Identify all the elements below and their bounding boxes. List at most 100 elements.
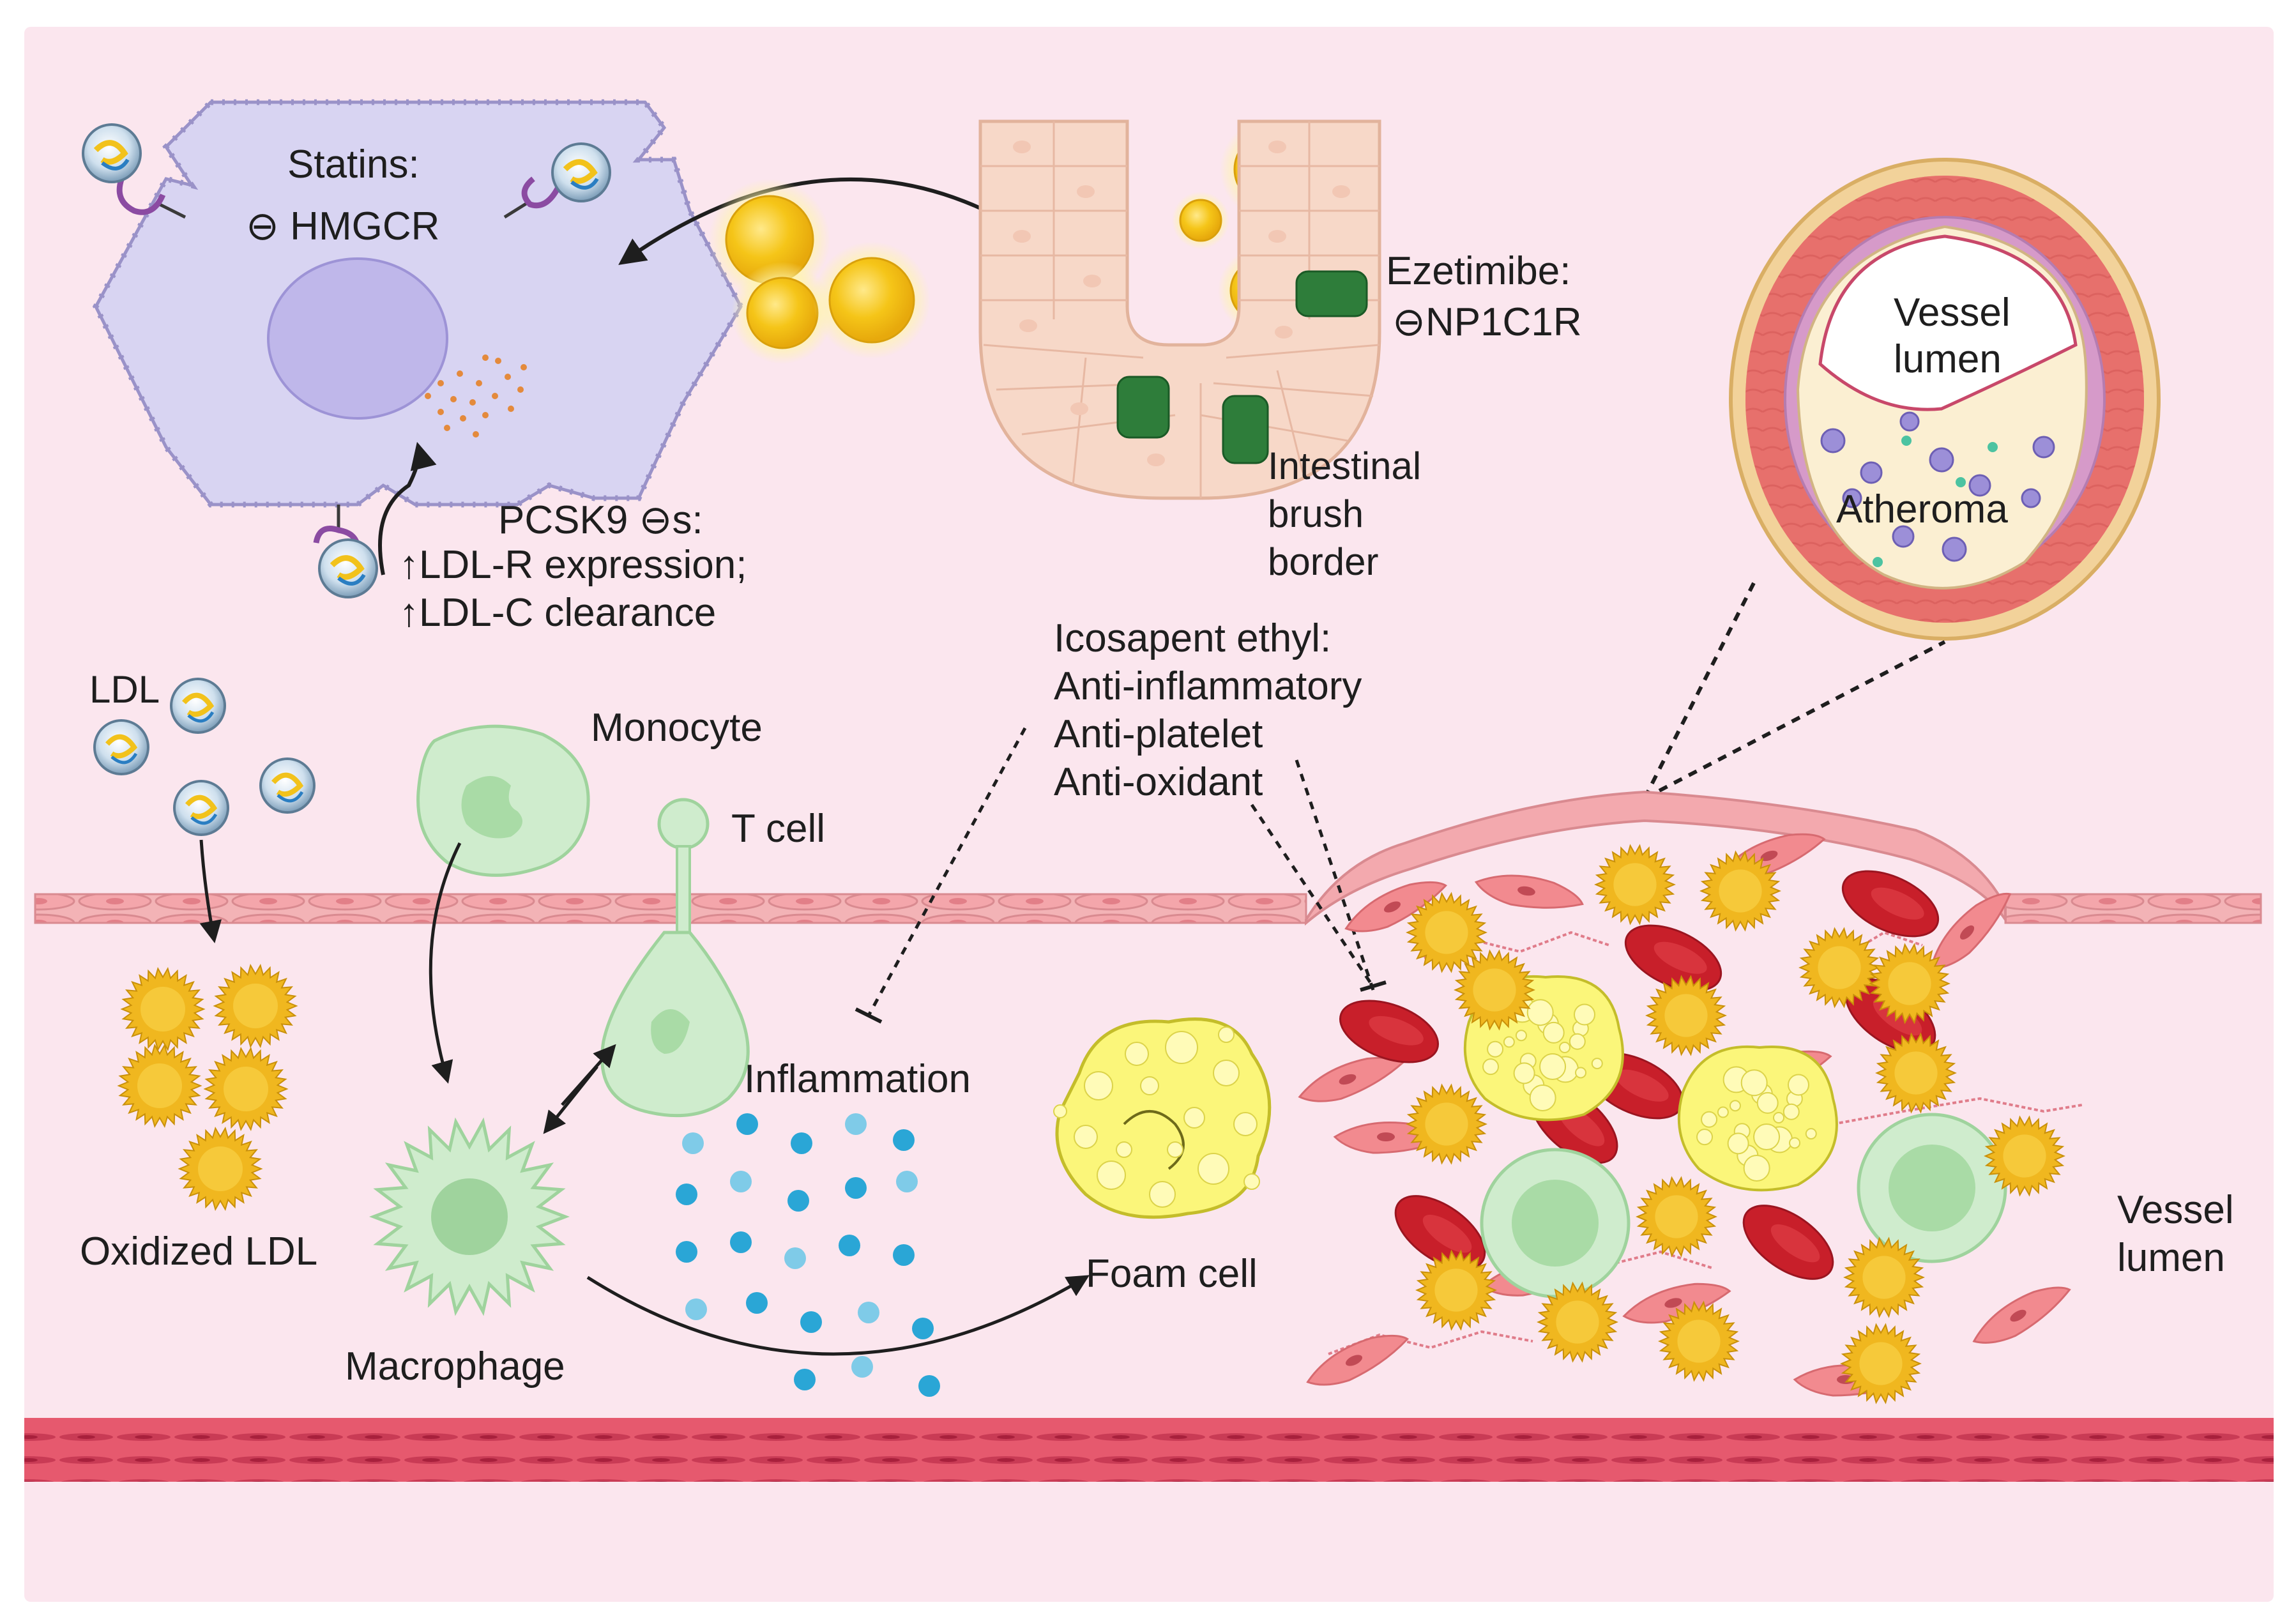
lipid-droplet: [1165, 1031, 1198, 1064]
smooth-muscle-cell: [1344, 881, 1448, 932]
red-blood-cell: [1841, 870, 1940, 938]
oxidized-ldl-particle: [1454, 949, 1535, 1031]
fibrin-strand: [1832, 1097, 2083, 1125]
cytokine-dot: [746, 1292, 768, 1314]
npc1l1-transporter: [1295, 270, 1368, 317]
red-blood-cell: [1339, 1000, 1440, 1063]
lipid-droplet: [1243, 1173, 1260, 1190]
oxidized-ldl-particle: [1406, 1083, 1487, 1165]
oxidized-ldl-particle: [120, 966, 206, 1052]
vessel-cross-section-inset: Vessel lumen Atheroma: [1729, 158, 2161, 641]
oxidized-ldl-particle: [1658, 1300, 1740, 1382]
cytokine-dot: [730, 1171, 752, 1192]
inflammatory-cytokines: [676, 1113, 940, 1397]
lipid-droplet: [1053, 1104, 1067, 1118]
lipid-droplet: [1097, 1161, 1126, 1190]
lipid-droplet: [1116, 1141, 1132, 1158]
lipid-droplet: [1218, 1026, 1235, 1043]
cytokine-dot: [896, 1171, 918, 1192]
cytokine-dot: [676, 1241, 697, 1263]
ezetimibe-action: ⊖NP1C1R: [1392, 300, 1582, 344]
smooth-muscle-cell: [1929, 892, 2012, 970]
macrophage: [369, 1117, 570, 1316]
intestinal-label-1: Intestinal: [1268, 445, 1421, 487]
oxidized-ldl-particle: [117, 1043, 202, 1129]
cytokine-dot: [858, 1302, 879, 1323]
smooth-muscle-cell: [1972, 1286, 2071, 1344]
cytokine-dot: [893, 1129, 915, 1151]
ldl-receptor-bottom: [313, 505, 378, 598]
ldl-particle-icon: [173, 780, 229, 836]
ldl-particle-icon: [170, 678, 226, 734]
cytokine-dot: [845, 1113, 867, 1135]
ldl-receptor-left: [82, 123, 186, 219]
icosapent-effect-1: Anti-inflammatory: [1054, 664, 1362, 708]
cytokine-dot: [787, 1190, 809, 1212]
monocyte-plaque: [1480, 1148, 1631, 1298]
endothelium-layer: [34, 893, 1307, 924]
ldl-particle: [828, 257, 915, 344]
oxidized-ldl-particle: [1594, 844, 1676, 925]
cytokine-dot: [893, 1244, 915, 1266]
icosapent-title: Icosapent ethyl:: [1054, 616, 1331, 660]
statins-action: ⊖ HMGCR: [246, 204, 439, 248]
lipid-droplet: [1125, 1042, 1149, 1066]
intestinal-label-2: brush: [1268, 492, 1364, 535]
oxidized-ldl-particle: [1798, 927, 1880, 1008]
cytokine-dot: [730, 1231, 752, 1253]
intestinal-label-3: border: [1268, 540, 1378, 583]
atheroma-particles: [1873, 436, 1998, 567]
oxidized-ldl-label: Oxidized LDL: [80, 1229, 317, 1274]
ldl-receptor-right: [503, 142, 611, 219]
lipid-droplet: [1140, 1076, 1159, 1095]
oxidized-ldl-particle: [1843, 1237, 1925, 1318]
oxidized-ldl-particle: [178, 1126, 263, 1212]
icosapent-inhibition-line-1: [867, 727, 1027, 1017]
oxidized-ldl-particle: [203, 1046, 289, 1132]
foam-cell: [1053, 1017, 1272, 1219]
red-blood-cell: [1624, 924, 1722, 992]
cytokine-dot: [676, 1183, 697, 1205]
ldl-particle-icon: [551, 142, 611, 202]
luminal-ldl-particles: [93, 678, 316, 836]
ldl-particle-icon: [82, 123, 142, 183]
pcsk9-title: PCSK9 ⊖s:: [498, 498, 703, 542]
pcsk9-line-2: ↑LDL-C clearance: [399, 591, 716, 635]
oxidized-ldl-particle: [1636, 1176, 1717, 1258]
atheroma-label: Atheroma: [1836, 487, 2008, 531]
ldl-particle-icon: [93, 719, 149, 775]
lipid-droplet: [1084, 1071, 1113, 1100]
npc1l1-transporter: [1116, 376, 1170, 439]
cytokine-dot: [845, 1177, 867, 1199]
oxidized-ldl-particle: [1406, 892, 1487, 973]
monocyte-to-macrophage-arrow: [429, 842, 462, 1084]
lipid-droplet: [1197, 1153, 1229, 1185]
cytokine-dot: [918, 1375, 940, 1397]
t-cell-label: T cell: [731, 807, 825, 851]
ldl-particle-icon: [318, 538, 378, 598]
ezetimibe-title: Ezetimibe:: [1386, 249, 1570, 293]
lipid-droplet: [1233, 1112, 1258, 1136]
inflammation-label: Inflammation: [744, 1057, 971, 1101]
smooth-muscle-cell: [1474, 874, 1584, 909]
intestine-to-liver-arrow: [618, 177, 1023, 265]
intestinal-brush-border: Intestinal brush border: [978, 119, 1421, 583]
macrophage-to-foam-arrow: [586, 1275, 1090, 1356]
ldl-entry-arrow: [199, 839, 222, 943]
t-cell-nucleus: [651, 1009, 690, 1054]
oxidized-ldl-particle: [1984, 1115, 2065, 1197]
cytokine-dot: [912, 1318, 934, 1339]
oxidized-ldl-particle: [1840, 1323, 1922, 1404]
hepatocyte: Statins: ⊖ HMGCR: [82, 99, 745, 598]
icosapent-inhibition-line-3: [1250, 803, 1375, 988]
smooth-muscle-layer: [24, 1418, 2274, 1482]
inset-vessel-label-1: Vessel: [1894, 291, 2011, 335]
macrophage-label: Macrophage: [345, 1344, 565, 1389]
foam-cell-plaque: [1677, 1045, 1838, 1192]
oxidized-ldl-particle: [1875, 1032, 1957, 1114]
red-blood-cell: [1394, 1195, 1486, 1270]
red-blood-cell: [1742, 1205, 1834, 1280]
atheroma-cells: [1820, 411, 2055, 562]
endothelium-layer: [2004, 893, 2262, 924]
monocyte-nucleus: [461, 776, 522, 839]
